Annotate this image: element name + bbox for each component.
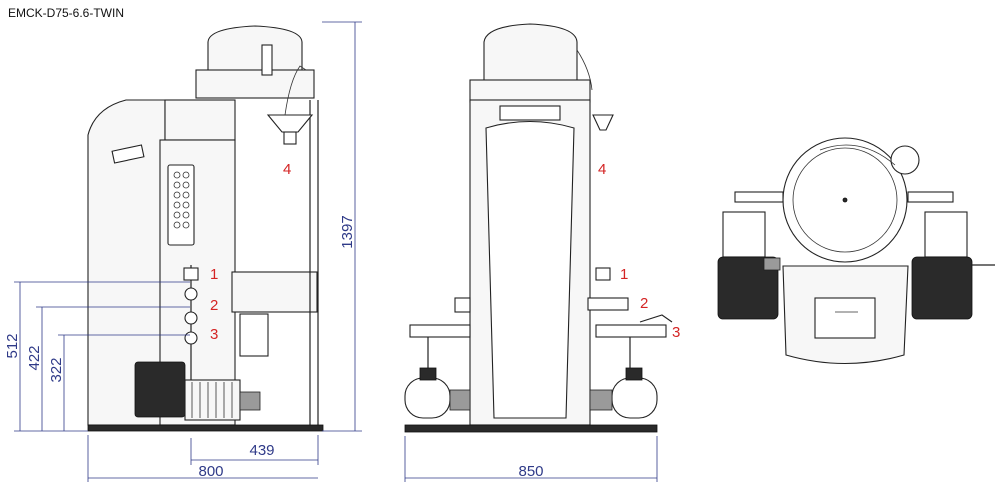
dimension-width-total: 850 [518, 463, 543, 480]
side-dimensions [14, 21, 362, 482]
side-marker-1: 1 [210, 266, 218, 283]
drawing-title: EMCK-D75-6.6-TWIN [8, 6, 125, 20]
keypad-buttons [173, 171, 190, 229]
dimension-depth-inner: 439 [249, 442, 274, 459]
dimension-height-1: 512 [4, 333, 21, 358]
side-marker-2: 2 [210, 297, 218, 314]
dimension-height-3: 322 [48, 357, 65, 382]
front-view [404, 23, 673, 433]
dimension-height-2: 422 [26, 345, 43, 370]
front-marker-2: 2 [640, 295, 648, 312]
side-view [87, 25, 324, 432]
dimension-depth-total: 800 [198, 463, 223, 480]
side-marker-4: 4 [283, 161, 291, 178]
front-marker-3: 3 [672, 324, 680, 341]
dimension-height-total: 1397 [339, 215, 356, 248]
front-dimensions [404, 436, 658, 482]
front-marker-1: 1 [620, 266, 628, 283]
side-marker-3: 3 [210, 326, 218, 343]
top-view [717, 137, 995, 365]
front-marker-4: 4 [598, 161, 606, 178]
